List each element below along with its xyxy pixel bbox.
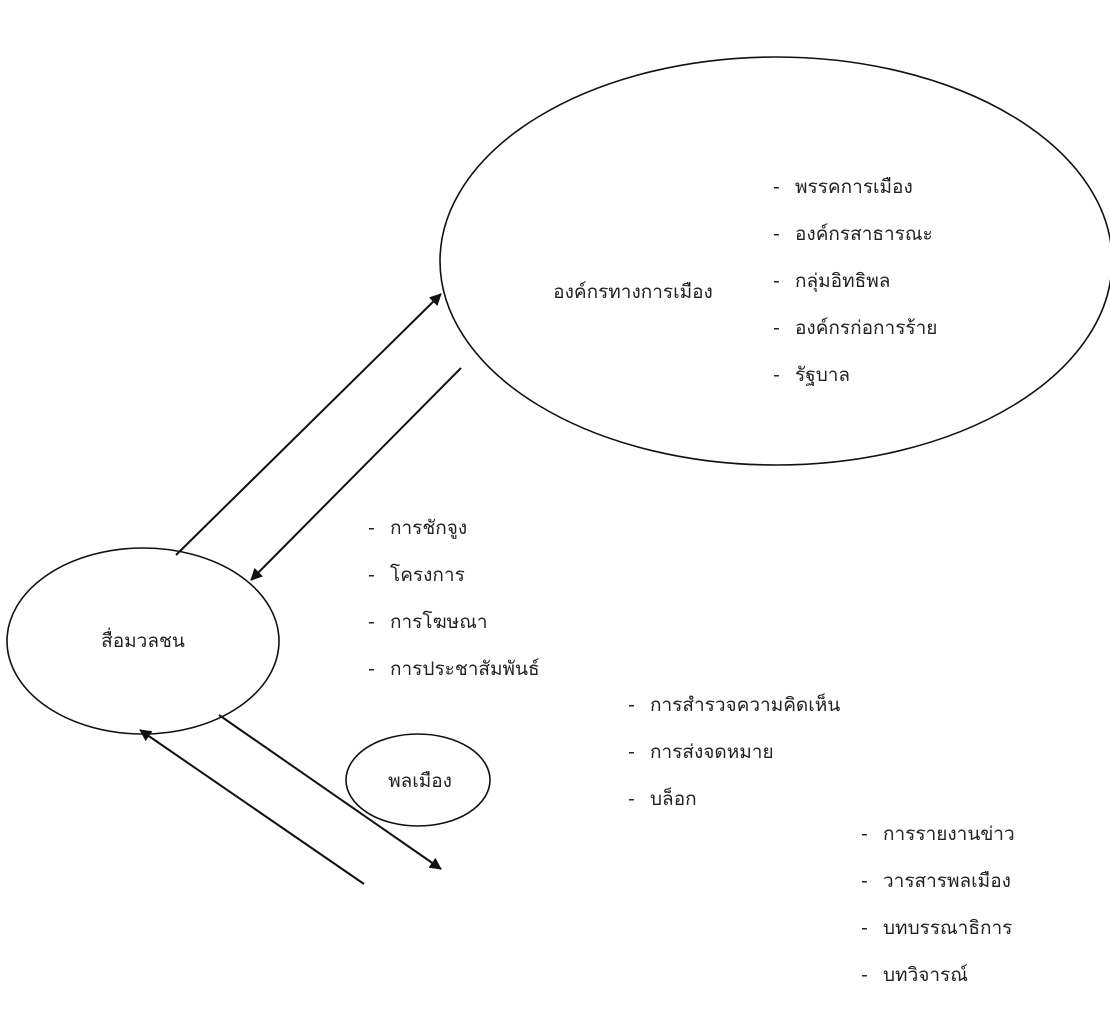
list-item: -กลุ่มอิทธิพล xyxy=(773,270,891,292)
list-item: -รัฐบาล xyxy=(773,364,851,386)
citizens-label: พลเมือง xyxy=(388,770,452,792)
citizen-to-media-list: -การสำรวจความคิดเห็น -การส่งจดหมาย -บล็อ… xyxy=(628,693,840,834)
list-item: -การรายงานข่าว xyxy=(861,823,1015,845)
media-to-citizen-list: -การรายงานข่าว -วารสารพลเมือง -บทบรรณาธิ… xyxy=(861,822,1015,1010)
diagram-shapes xyxy=(6,56,1110,885)
political-org-ellipse xyxy=(439,56,1110,466)
list-item: -องค์กรสาธารณะ xyxy=(773,223,933,245)
arrow-media-to-org xyxy=(175,293,442,556)
list-item: -การส่งจดหมาย xyxy=(628,741,774,763)
political-org-list: -พรรคการเมือง -องค์กรสาธารณะ -กลุ่มอิทธิ… xyxy=(773,175,937,410)
list-item: -การโฆษณา xyxy=(368,611,488,633)
list-item: -การชักจูง xyxy=(368,517,468,539)
org-to-media-list: -การชักจูง -โครงการ -การโฆษณา -การประชาส… xyxy=(368,516,540,704)
arrow-citizens-to-media xyxy=(139,729,365,885)
political-org-label: องค์กรทางการเมือง xyxy=(553,281,713,303)
list-item: -องค์กรก่อการร้าย xyxy=(773,317,938,339)
diagram-canvas: องค์กรทางการเมือง สื่อมวลชน พลเมือง -พรร… xyxy=(6,56,1110,986)
citizens-ellipse xyxy=(345,733,491,827)
mass-media-label: สื่อมวลชน xyxy=(101,630,185,652)
list-item: -การประชาสัมพันธ์ xyxy=(368,658,540,680)
arrow-org-to-media xyxy=(250,367,462,581)
list-item: -บทบรรณาธิการ xyxy=(861,917,1013,939)
list-item: -พรรคการเมือง xyxy=(773,176,913,198)
list-item: -โครงการ xyxy=(368,564,465,586)
list-item: -การสำรวจความคิดเห็น xyxy=(628,694,841,716)
arrow-media-to-citizens xyxy=(218,714,442,870)
list-item: -วารสารพลเมือง xyxy=(861,870,1011,892)
list-item: -บทวิจารณ์ xyxy=(861,964,968,986)
list-item: -บล็อก xyxy=(628,788,697,810)
